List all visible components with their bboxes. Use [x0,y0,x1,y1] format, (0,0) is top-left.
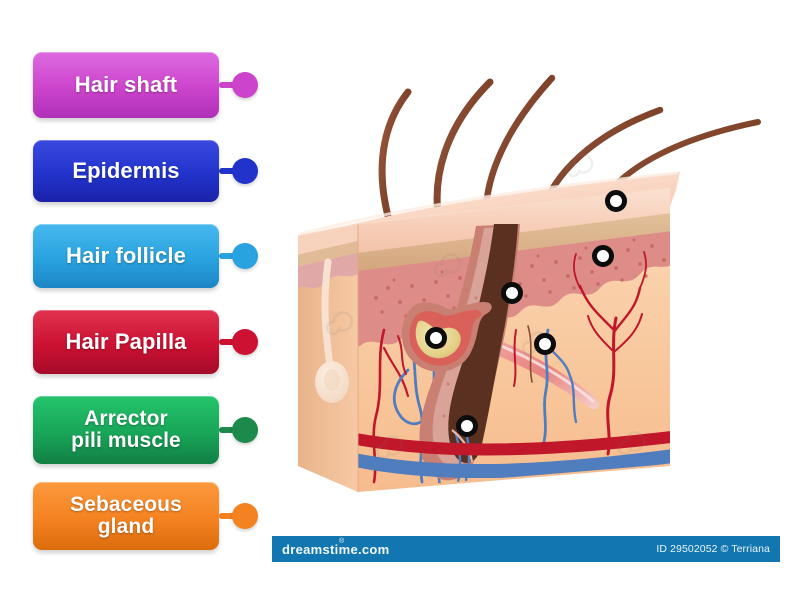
label-tile-arrector-pili-muscle[interactable]: Arrector pili muscle [33,396,219,464]
hair-root [448,224,518,463]
connector-dot-sebaceous-gland[interactable] [232,503,258,529]
label-text-line-1: Arrector [84,406,168,430]
connector-dot-epidermis[interactable] [232,158,258,184]
label-text-arrector-pili-muscle: Arrector pili muscle [41,406,211,453]
label-tile-epidermis[interactable]: Epidermis [33,140,219,202]
connector-dot-arrector-pili[interactable] [232,417,258,443]
label-tile-hair-papilla[interactable]: Hair Papilla [33,310,219,374]
label-text-sebaceous-gland: Sebaceous gland [41,492,211,539]
label-text-epidermis: Epidermis [72,158,180,184]
connector-dot-hair-shaft[interactable] [232,72,258,98]
connector-dot-hair-follicle[interactable] [232,243,258,269]
watermark-bar: dreamstime.com ® ID 29502052 © Terriana [272,536,780,562]
dreamstime-logo: dreamstime.com ® [282,538,390,557]
label-text-line-2: pili muscle [71,429,181,452]
watermark-id-text: ID 29502052 © Terriana [656,543,770,555]
label-tile-hair-follicle[interactable]: Hair follicle [33,224,219,288]
skin-cross-section-illustration [280,30,780,510]
label-tile-sebaceous-gland[interactable]: Sebaceous gland [33,482,219,550]
label-text-hair-follicle: Hair follicle [66,243,186,269]
marker-hair-follicle[interactable] [501,282,523,304]
arrector-pili-muscle-shape [484,336,599,410]
marker-hair-papilla[interactable] [456,415,478,437]
marker-sebaceous-gland[interactable] [425,327,447,349]
dreamstime-logo-text: dreamstime.com [282,541,390,557]
label-text-line-2: gland [97,515,155,538]
label-text-hair-shaft: Hair shaft [74,72,178,98]
marker-epidermis[interactable] [592,245,614,267]
artery-main [358,430,670,456]
marker-arrector-pili[interactable] [534,333,556,355]
marker-hair-shaft[interactable] [605,190,627,212]
connector-dot-hair-papilla[interactable] [232,329,258,355]
label-text-hair-papilla: Hair Papilla [65,329,187,355]
sweat-gland [315,258,349,403]
registered-mark-icon: ® [339,537,345,545]
label-text-line-1: Sebaceous [70,492,182,516]
label-tile-hair-shaft[interactable]: Hair shaft [33,52,219,118]
